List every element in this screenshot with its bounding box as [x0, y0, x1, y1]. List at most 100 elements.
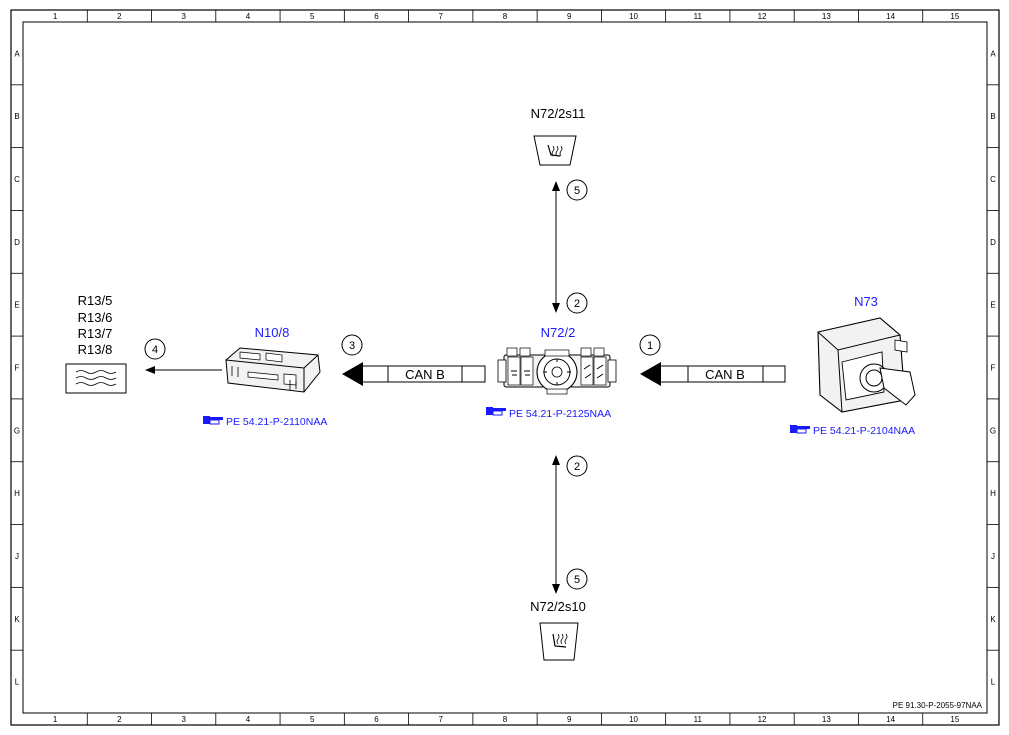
grid-row-label: D	[14, 238, 20, 247]
svg-text:2: 2	[574, 298, 580, 310]
grid-col-label: 7	[439, 12, 444, 21]
grid-col-label: 10	[629, 12, 638, 21]
grid-col-label: 14	[886, 715, 895, 724]
component-n73-ignition-switch[interactable]	[817, 317, 916, 413]
grid-row-label: F	[15, 364, 20, 373]
grid-row-label: D	[990, 238, 996, 247]
svg-text:4: 4	[152, 344, 158, 356]
heater-label-r13-6: R13/6	[78, 310, 113, 325]
grid-row-label: B	[990, 112, 995, 121]
seat-heater-switch-icon	[533, 135, 577, 166]
grid-col-label: 3	[181, 715, 186, 724]
grid-row-label: A	[14, 49, 20, 58]
grid-col-label: 6	[374, 715, 379, 724]
n72-2-ref-text: PE 54.21-P-2125NAA	[509, 408, 611, 420]
step-bubble-1: 1	[639, 334, 661, 356]
seat-heater-switch-icon	[539, 622, 579, 661]
grid-row-label: C	[14, 175, 20, 184]
svg-text:2: 2	[574, 461, 580, 473]
heater-labels: R13/5 R13/6 R13/7 R13/8	[78, 293, 113, 357]
grid-col-label: 9	[567, 12, 572, 21]
step-bubble-2-top: 2	[566, 292, 588, 314]
can-b-link-n72-2-to-n10-8: CAN B	[342, 362, 486, 386]
step-bubble-3: 3	[341, 334, 363, 356]
n72-2-label: N72/2	[541, 325, 576, 340]
grid-col-label: 11	[694, 12, 703, 21]
step-bubble-2-bottom: 2	[566, 455, 588, 477]
grid-row-label: H	[990, 489, 996, 498]
grid-col-label: 15	[950, 715, 959, 724]
component-n72-2s11[interactable]: N72/2s11	[531, 106, 586, 166]
grid-row-label: G	[990, 426, 996, 435]
grid-row-label: G	[14, 426, 20, 435]
grid-col-label: 8	[503, 715, 508, 724]
grid-row-label: H	[14, 489, 20, 498]
grid-col-label: 1	[53, 715, 58, 724]
svg-text:1: 1	[647, 340, 653, 352]
step-bubble-5-bottom: 5	[566, 568, 588, 590]
grid-row-label: J	[15, 552, 19, 561]
heater-label-r13-7: R13/7	[78, 326, 113, 341]
grid-col-label: 6	[374, 12, 379, 21]
grid-col-label: 15	[950, 12, 959, 21]
grid-row-label: E	[990, 301, 995, 310]
grid-col-label: 12	[758, 12, 767, 21]
component-seat-heater-mats[interactable]	[65, 363, 127, 394]
grid-col-label: 13	[822, 715, 831, 724]
grid-col-label: 13	[822, 12, 831, 21]
step-bubble-5-top: 5	[566, 179, 588, 201]
sheet-frame	[10, 9, 1000, 726]
grid-col-label: 12	[758, 715, 767, 724]
n73-label: N73	[854, 294, 878, 309]
heater-label-r13-8: R13/8	[78, 342, 113, 357]
component-n72-2-control-panel[interactable]	[497, 347, 617, 395]
pointing-hand-icon	[486, 407, 506, 416]
grid-col-label: 2	[117, 715, 122, 724]
grid-row-ruler-left: A B C D E F G H J K L	[11, 49, 23, 687]
grid-row-label: L	[991, 678, 996, 687]
grid-row-label: A	[990, 49, 996, 58]
pointing-hand-icon	[790, 425, 810, 434]
grid-row-label: E	[14, 301, 19, 310]
grid-col-label: 14	[886, 12, 895, 21]
can-b-label-1: CAN B	[705, 367, 745, 382]
grid-col-label: 5	[310, 12, 315, 21]
grid-row-label: K	[14, 615, 20, 624]
n10-8-label: N10/8	[255, 325, 290, 340]
grid-col-label: 7	[439, 715, 444, 724]
grid-col-label: 9	[567, 715, 572, 724]
grid-col-label: 10	[629, 715, 638, 724]
n73-ref-text: PE 54.21-P-2104NAA	[813, 425, 915, 437]
grid-col-label: 5	[310, 715, 315, 724]
heating-mat-icon	[75, 370, 117, 386]
grid-col-label: 2	[117, 12, 122, 21]
grid-row-label: C	[990, 175, 996, 184]
n72-2s10-label: N72/2s10	[530, 599, 586, 614]
grid-row-label: F	[991, 364, 996, 373]
step-bubble-4: 4	[144, 338, 166, 360]
heater-label-r13-5: R13/5	[78, 293, 113, 308]
grid-row-label: B	[14, 112, 19, 121]
svg-text:5: 5	[574, 574, 580, 586]
component-n10-8-module[interactable]	[225, 347, 321, 393]
grid-row-label: L	[15, 678, 20, 687]
grid-col-label: 4	[246, 715, 251, 724]
svg-text:5: 5	[574, 185, 580, 197]
n73-reference[interactable]: PE 54.21-P-2104NAA	[790, 425, 915, 437]
svg-text:3: 3	[349, 340, 355, 352]
grid-col-label: 8	[503, 12, 508, 21]
n10-8-reference[interactable]: PE 54.21-P-2110NAA	[203, 416, 327, 428]
can-b-link-n73-to-n72-2: CAN B	[640, 362, 786, 386]
n72-2-reference[interactable]: PE 54.21-P-2125NAA	[486, 407, 611, 420]
component-n72-2s10[interactable]: N72/2s10	[530, 599, 586, 661]
grid-row-label: J	[991, 552, 995, 561]
pointing-hand-icon	[203, 416, 223, 425]
document-code: PE 91.30-P-2055-97NAA	[893, 701, 983, 710]
n72-2s11-label: N72/2s11	[531, 106, 586, 121]
grid-col-label: 11	[694, 715, 703, 724]
can-b-label-2: CAN B	[405, 367, 445, 382]
